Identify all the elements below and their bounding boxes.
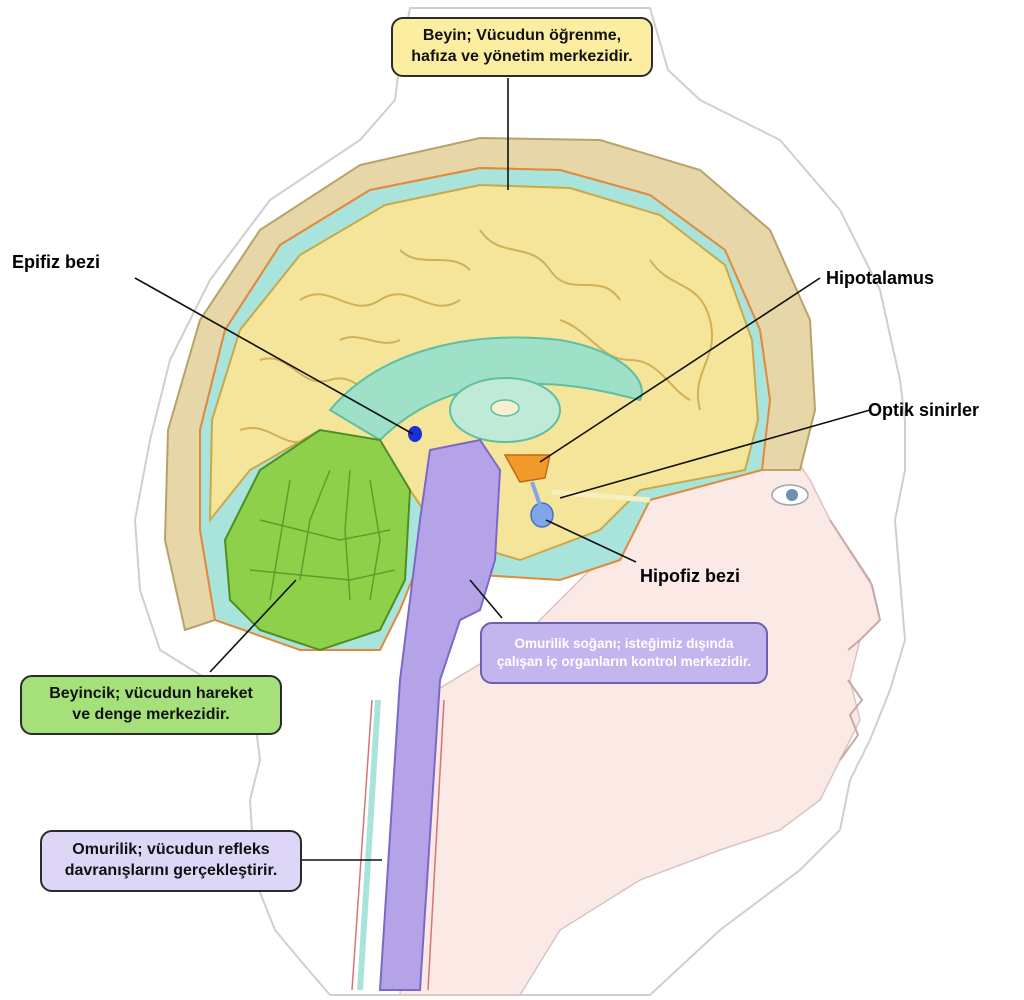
brain-callout-line1: Beyin; Vücudun öğrenme, bbox=[422, 27, 622, 45]
hypothalamus-label: Hipotalamus bbox=[826, 268, 935, 288]
leader-medulla bbox=[469, 579, 503, 619]
pineal-label: Epifiz bezi bbox=[12, 252, 101, 272]
medulla-callout: Omurilik soğanı; isteğimiz dışında çalış… bbox=[480, 622, 768, 684]
optic-nerve-shape bbox=[551, 489, 651, 503]
pituitary-stalk bbox=[530, 481, 542, 506]
leader-optic bbox=[559, 409, 871, 499]
cerebellum-folds bbox=[249, 469, 396, 601]
cerebellum-callout-line2: ve denge merkezidir. bbox=[72, 706, 230, 723]
spinal-canal bbox=[357, 699, 381, 991]
medulla-callout-line2: çalışan iç organların kontrol merkezidir… bbox=[496, 654, 752, 669]
spinal-canal-edge bbox=[351, 699, 373, 991]
spinal-callout-line1: Omurilik; vücudun refleks bbox=[72, 841, 270, 859]
nose-profile bbox=[829, 519, 882, 651]
cerebellum-callout-line1: Beyincik; vücudun hareket bbox=[49, 685, 253, 703]
thalamus-core bbox=[490, 399, 520, 417]
brain-callout-line2: hafıza ve yönetim merkezidir. bbox=[411, 48, 633, 65]
spinal-canal-edge-right bbox=[427, 699, 445, 991]
spinal-callout-line2: davranışlarını gerçekleştirir. bbox=[64, 862, 278, 879]
lips-profile bbox=[839, 679, 864, 761]
pituitary-shape bbox=[530, 502, 554, 528]
brain-callout: Beyin; Vücudun öğrenme, hafıza ve yöneti… bbox=[391, 17, 653, 77]
leader-hypothalamus bbox=[539, 277, 821, 463]
leader-lines bbox=[134, 78, 871, 861]
leader-cerebellum bbox=[209, 579, 297, 673]
iris-shape bbox=[786, 489, 798, 501]
leader-pituitary bbox=[545, 519, 637, 563]
pituitary-label: Hipofiz bezi bbox=[640, 566, 740, 586]
medulla-callout-line1: Omurilik soğanı; isteğimiz dışında bbox=[514, 636, 734, 652]
hypothalamus-shape bbox=[503, 454, 551, 483]
leader-pineal bbox=[134, 277, 414, 435]
optic-nerve-label: Optik sinirler bbox=[868, 400, 980, 420]
pineal-shape bbox=[408, 426, 422, 442]
brainstem-shape bbox=[378, 438, 502, 991]
spinal-callout: Omurilik; vücudun refleks davranışlarını… bbox=[40, 830, 302, 892]
cerebellum-callout: Beyincik; vücudun hareket ve denge merke… bbox=[20, 675, 282, 735]
